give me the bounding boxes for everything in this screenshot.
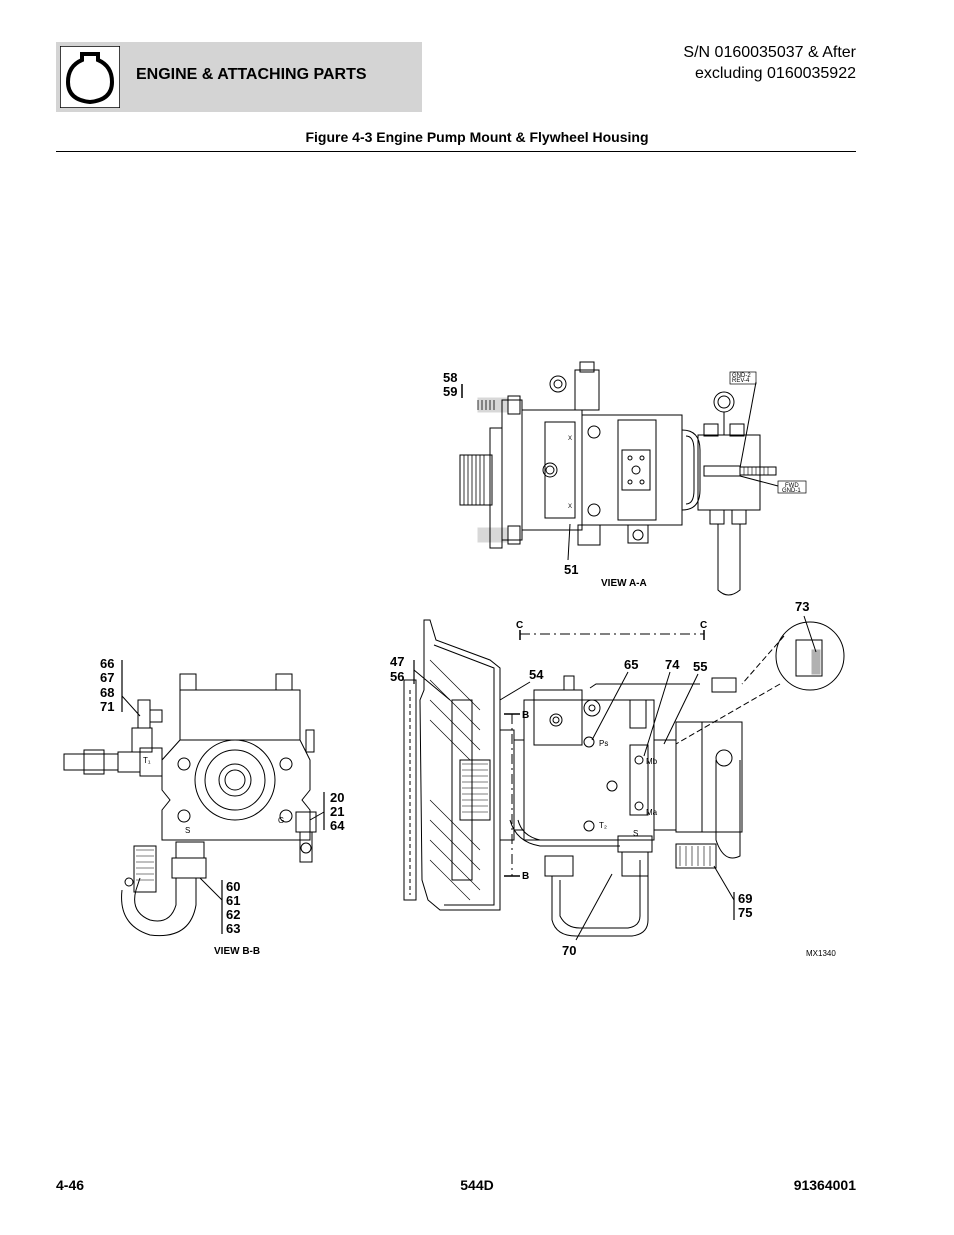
- callout-51: 51: [564, 562, 578, 577]
- section-mark-c-left: C: [516, 620, 523, 631]
- callout-59: 59: [443, 384, 457, 399]
- view-bb-drawing: [63, 660, 325, 937]
- figure-title: Figure 4-3 Engine Pump Mount & Flywheel …: [305, 129, 649, 145]
- callout-58: 58: [443, 370, 457, 385]
- callout-69: 69: [738, 891, 752, 906]
- callout-20: 20: [330, 790, 344, 805]
- callout-67: 67: [100, 670, 114, 685]
- callout-74: 74: [665, 657, 680, 672]
- serial-line-2: excluding 0160035922: [694, 65, 856, 82]
- manual-part-number: 91364001: [793, 1177, 856, 1193]
- callout-70: 70: [562, 943, 576, 958]
- callout-54: 54: [529, 667, 544, 682]
- port-t2: T₂: [599, 821, 607, 830]
- port-mb: Mb: [646, 757, 658, 766]
- port-ps: Ps: [599, 739, 608, 748]
- section-header: ENGINE & ATTACHING PARTS: [56, 42, 422, 112]
- serial-range: S/N 0160035037 & After excluding 0160035…: [683, 42, 856, 84]
- callout-63: 63: [226, 921, 240, 936]
- callout-55: 55: [693, 659, 707, 674]
- section-view-drawing: [403, 615, 845, 941]
- tag-fwd: FWD: [785, 483, 799, 489]
- port-x-lower: X: [568, 504, 572, 510]
- callout-61: 61: [226, 893, 240, 908]
- tag-gnd2: GND-2: [732, 373, 751, 379]
- section-title: ENGINE & ATTACHING PARTS: [136, 66, 367, 83]
- serial-line-1: S/N 0160035037 & After: [683, 44, 856, 61]
- header-rule: [56, 151, 856, 152]
- drawing-code: MX1340: [806, 949, 836, 958]
- callout-66: 66: [100, 656, 114, 671]
- model-number: 544D: [460, 1177, 494, 1193]
- view-aa-drawing: [459, 361, 807, 596]
- callout-60: 60: [226, 879, 240, 894]
- port-s-main: S: [633, 829, 638, 838]
- section-mark-b-top: B: [522, 710, 529, 721]
- callout-62: 62: [226, 907, 240, 922]
- section-mark-b-bottom: B: [522, 871, 529, 882]
- callout-64: 64: [330, 818, 345, 833]
- port-g: G: [278, 816, 284, 825]
- port-s-bb: S: [185, 826, 190, 835]
- callout-75: 75: [738, 905, 752, 920]
- view-aa-label: VIEW A-A: [601, 578, 647, 589]
- callout-56: 56: [390, 669, 404, 684]
- callout-73: 73: [795, 599, 809, 614]
- callout-71: 71: [100, 699, 114, 714]
- section-mark-c-right: C: [700, 620, 707, 631]
- callout-68: 68: [100, 685, 114, 700]
- page-number: 4-46: [56, 1177, 85, 1193]
- view-bb-label: VIEW B-B: [214, 946, 260, 957]
- tag-rev4: REV-4: [732, 378, 750, 384]
- port-t1: T₁: [143, 756, 151, 765]
- callout-65: 65: [624, 657, 638, 672]
- callout-47: 47: [390, 654, 404, 669]
- port-ma: Ma: [646, 808, 658, 817]
- tag-gnd1: GND-1: [782, 488, 801, 494]
- port-x-upper: X: [568, 436, 572, 442]
- engine-icon: [60, 46, 120, 108]
- callout-21: 21: [330, 804, 344, 819]
